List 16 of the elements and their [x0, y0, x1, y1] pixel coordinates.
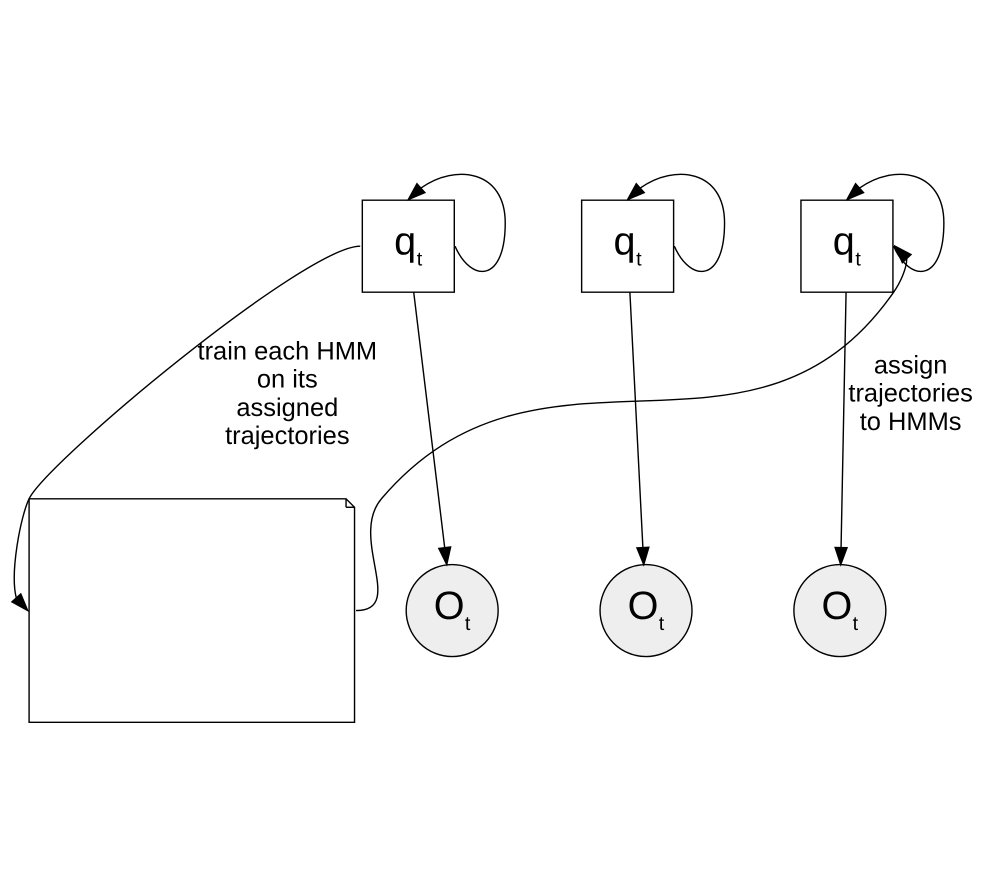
edge-label: train each HMM on its assigned trajectories [198, 337, 378, 450]
arrow [629, 292, 650, 567]
edge-label: assign trajectories to HMMs [848, 351, 973, 436]
node-circle: O$_{t}$ [793, 564, 887, 658]
arrow [10, 246, 360, 612]
arrow [406, 174, 506, 272]
node-circle: O$_{t}$ [599, 564, 693, 658]
arrow [626, 174, 726, 272]
node-box: q$_{t}$ [580, 200, 674, 293]
arrow [413, 292, 452, 567]
node-box: q$_{t}$ [362, 200, 455, 293]
arrow [834, 292, 848, 567]
arrow [845, 174, 945, 272]
node-circle: O$_{t}$ [405, 564, 499, 658]
node-box: q$_{t}$ [800, 200, 894, 293]
arrow [356, 244, 912, 612]
